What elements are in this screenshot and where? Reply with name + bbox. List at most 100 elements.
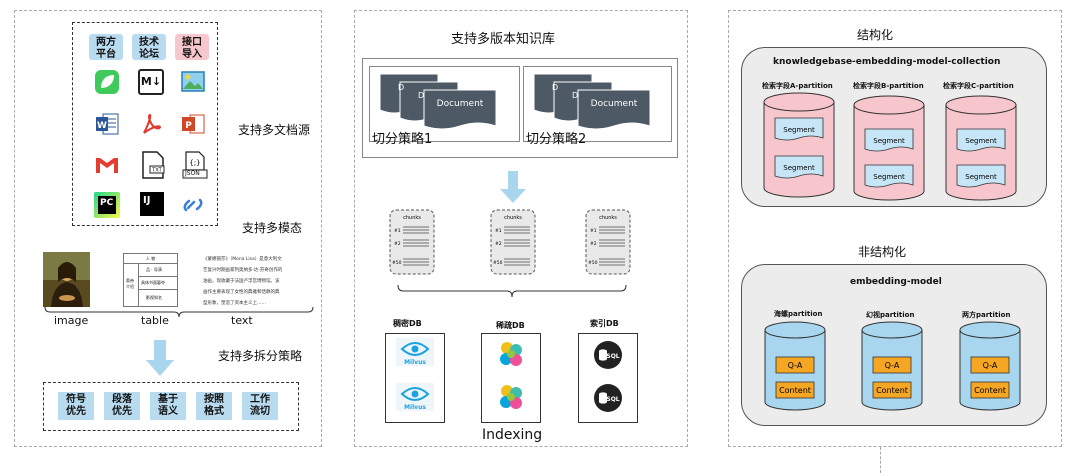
doc-word-1: Document — [437, 99, 484, 109]
down-arrow-icon — [500, 171, 526, 203]
structured-label: 结构化 — [857, 28, 894, 42]
version-1-box — [369, 66, 520, 142]
dense-db-box — [385, 333, 445, 423]
unstructured-collection-name: embedding-model — [850, 277, 942, 287]
chunks-brace — [397, 284, 627, 298]
text-line: 型形象，塑造了资本主义上…… — [203, 301, 266, 306]
unstructured-label: 非结构化 — [858, 245, 907, 259]
strategy-symbol[interactable]: 符号 优先 — [58, 392, 94, 420]
chunk-id: #50 — [493, 260, 503, 266]
segment-text: Segment — [873, 137, 905, 145]
gmail-icon — [96, 158, 118, 173]
pink-cylinder-b: Segment Segment — [853, 95, 925, 201]
index-db-label: 索引DB — [590, 319, 619, 328]
modal-text-label: text — [231, 314, 253, 327]
strategy-semantic[interactable]: 基于 语义 — [150, 392, 186, 420]
chunk-id: #1 — [590, 228, 597, 234]
pdf-icon — [143, 113, 162, 134]
sql-database-icon: SQL — [594, 341, 622, 369]
json-label: JSON — [185, 170, 200, 177]
qa-text: Q-A — [983, 361, 998, 370]
svg-text:W: W — [97, 121, 107, 131]
strategy-box — [43, 382, 299, 431]
chip-tech-forum[interactable]: 技术 论坛 — [132, 34, 166, 60]
segment-text: Segment — [783, 126, 815, 134]
mona-lisa-image — [43, 252, 90, 307]
text-line: 画作主要表现了女性的典雅和恬静的典 — [203, 290, 280, 295]
kb-title: 支持多版本知识库 — [451, 32, 556, 47]
sparse-db-box — [481, 333, 541, 423]
chip-api-import[interactable]: 接口 导入 — [175, 34, 209, 60]
txt-file-icon: TXT — [142, 151, 165, 179]
segment-text: Segment — [873, 173, 905, 181]
link-icon — [183, 198, 203, 212]
strategy-format[interactable]: 按照 格式 — [196, 392, 232, 420]
partition-b-label: 检索字段B-partition — [853, 82, 924, 90]
qa-text: Q-A — [885, 361, 900, 370]
blue-cylinder-1: Q-A Content — [764, 321, 826, 411]
pink-cylinder-a: Segment Segment — [763, 92, 835, 198]
chunk-id: #2 — [394, 241, 401, 247]
partition-twoparty-label: 两方partition — [962, 311, 1011, 319]
strategy-workflow[interactable]: 工作 流切 — [242, 392, 278, 420]
elastic-icon — [500, 385, 522, 409]
doc-stub-3: D — [552, 83, 558, 92]
doc-stub-2: D — [418, 91, 424, 100]
content-text: Content — [974, 386, 1006, 395]
image-icon — [181, 71, 205, 92]
qa-text: Q-A — [788, 361, 803, 370]
pink-cylinder-c: Segment Segment — [945, 95, 1017, 201]
document-stack-2: D D Document — [533, 73, 651, 130]
strategy-1-label: 切分策略1 — [372, 132, 433, 147]
version-2-box — [523, 66, 672, 142]
json-file-icon: {;} JSON — [180, 150, 210, 180]
document-stack-1: D D Document — [379, 73, 497, 130]
index-db-box — [578, 333, 638, 423]
chunk-id: #1 — [394, 228, 401, 234]
sql-text: SQL — [606, 353, 619, 360]
pycharm-icon: PC — [94, 192, 120, 218]
sparse-db-label: 稀疏DB — [496, 321, 525, 330]
text-line: 油画，现收藏于法国卢浮宫博物馆。该 — [203, 279, 280, 284]
blue-cylinder-3: Q-A Content — [959, 321, 1021, 411]
sql-database-icon: SQL — [594, 384, 622, 412]
milvus-text: Milvus — [404, 404, 426, 411]
chunk-id: #2 — [590, 241, 597, 247]
chunk-card-1: chunks #1 #2 #50 — [389, 209, 435, 275]
split-label: 支持多拆分策略 — [218, 349, 303, 363]
svg-text:{;}: {;} — [189, 159, 200, 167]
sql-text: SQL — [606, 396, 619, 403]
chunks-label: chunks — [599, 215, 617, 221]
doc-stub-4: D — [572, 91, 578, 100]
table-sample: 人 物 奥帝 介绍 品 · 导演 具体书面篡夺 影视知名 — [123, 253, 178, 307]
content-text: Content — [779, 386, 811, 395]
chunk-card-2: chunks #1 #2 #50 — [490, 209, 536, 275]
partition-vision-label: 幻视partition — [866, 311, 915, 319]
leaf-app-icon — [95, 70, 119, 94]
partition-a-label: 检索字段A-partition — [762, 82, 833, 90]
modal-image-label: image — [54, 314, 89, 327]
table-header: 人 物 — [145, 256, 156, 261]
markdown-icon: M↓ — [138, 69, 164, 95]
strategy-paragraph[interactable]: 段落 优先 — [104, 392, 140, 420]
strategy-2-label: 切分策略2 — [526, 132, 587, 147]
table-cell-3: 影视知名 — [146, 295, 162, 300]
divider-line — [880, 447, 881, 473]
chunks-label: chunks — [504, 215, 522, 221]
down-arrow-icon — [146, 340, 174, 376]
doc-stub-1: D — [398, 83, 404, 92]
modal-brace — [44, 306, 314, 318]
txt-label: TXT — [151, 168, 162, 174]
segment-text: Segment — [965, 137, 997, 145]
modal-table-label: table — [141, 314, 169, 327]
milvus-icon: Milvus — [396, 338, 434, 366]
svg-text:P: P — [185, 121, 192, 131]
partition-conch-label: 海螺partition — [774, 310, 823, 318]
table-side: 奥帝 介绍 — [126, 278, 134, 289]
blue-cylinder-2: Q-A Content — [861, 321, 923, 411]
word-icon: W — [96, 113, 119, 135]
pycharm-text: PC — [98, 196, 116, 214]
partition-c-label: 检索字段C-partition — [943, 82, 1014, 90]
panel-document-sources — [14, 10, 322, 447]
chip-two-platform[interactable]: 两方 平台 — [89, 34, 123, 60]
